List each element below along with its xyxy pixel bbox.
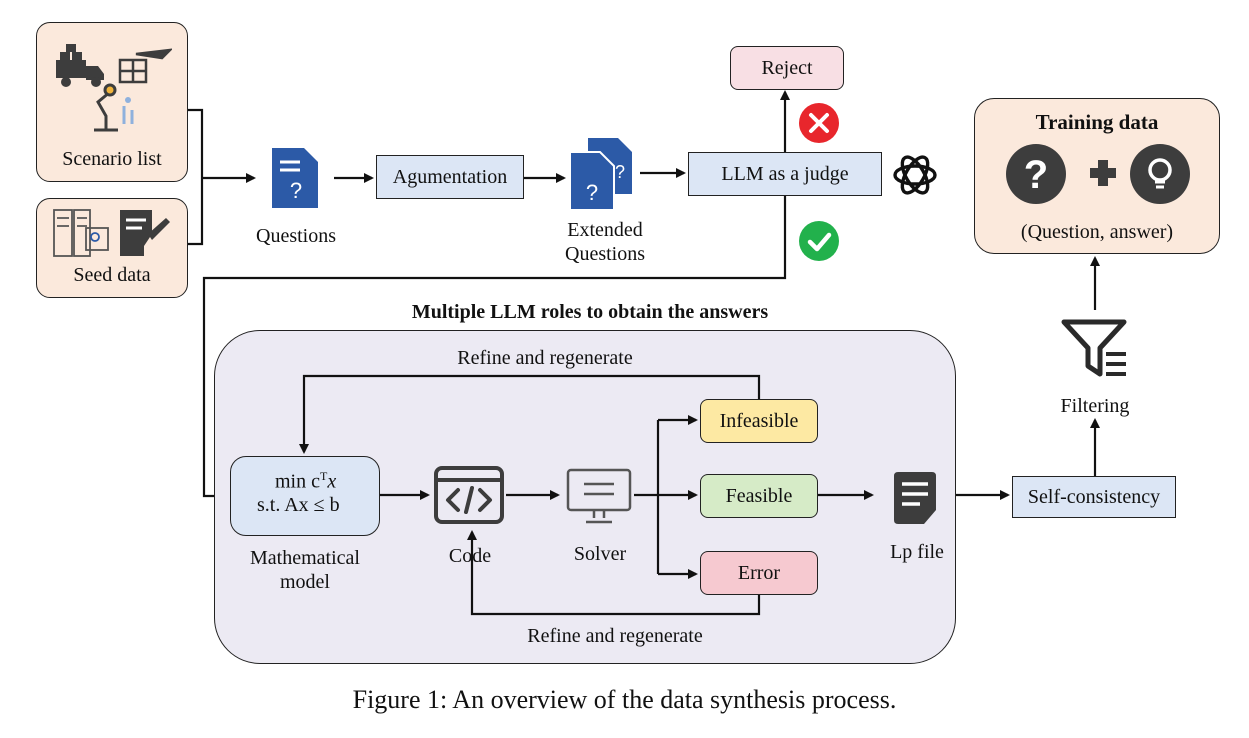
svg-text:?: ? — [1024, 153, 1048, 197]
seed-data-icons — [53, 209, 170, 257]
extended-questions-label: Extended Questions — [565, 219, 645, 265]
robot-arm-icon — [94, 83, 134, 132]
refine-bottom-label: Refine and regenerate — [527, 625, 703, 647]
plus-icon — [1090, 160, 1116, 186]
training-data-title: Training data — [1035, 110, 1159, 134]
self-consistency-box: Self-consistency — [1012, 476, 1176, 518]
extended-questions-icon: ? ? — [570, 138, 632, 210]
accept-check-icon — [799, 221, 839, 261]
refine-top-label: Refine and regenerate — [457, 347, 633, 369]
svg-text:?: ? — [586, 180, 598, 205]
seed-data-label: Seed data — [73, 264, 151, 286]
reject-x-icon — [799, 103, 839, 143]
model-constraint: s.t. Ax ≤ b — [257, 493, 340, 516]
solver-label: Solver — [573, 543, 627, 565]
error-box: Error — [700, 551, 818, 595]
infeasible-box: Infeasible — [700, 399, 818, 443]
model-objective: min c — [275, 470, 320, 493]
math-model-box: min cTx s.t. Ax ≤ b — [230, 456, 380, 536]
truck-icon — [56, 44, 104, 87]
feasible-label: Feasible — [725, 484, 793, 507]
llm-judge-label: LLM as a judge — [721, 162, 849, 185]
augmentation-box: Agumentation — [376, 155, 524, 199]
self-consistency-label: Self-consistency — [1027, 485, 1161, 508]
error-label: Error — [737, 561, 781, 584]
figure-caption: Figure 1: An overview of the data synthe… — [352, 685, 897, 714]
question-circle-icon: ? — [1006, 144, 1066, 204]
solver-monitor-icon — [566, 468, 632, 524]
svg-text:?: ? — [290, 178, 302, 203]
svg-text:?: ? — [615, 162, 625, 182]
llm-judge-box: LLM as a judge — [688, 152, 882, 196]
code-label: Code — [448, 545, 492, 567]
server-chart-icon — [53, 209, 109, 257]
reject-label: Reject — [761, 56, 813, 79]
scenario-list-box: Scenario list — [36, 22, 188, 182]
lightbulb-icon — [1130, 144, 1190, 204]
airplane-box-icon — [118, 48, 172, 84]
scenario-list-label: Scenario list — [62, 148, 162, 170]
question-plus-bulb-icons: ? — [1006, 144, 1190, 204]
questions-label: Questions — [256, 225, 336, 247]
logistics-icons — [56, 44, 172, 132]
filter-icon — [1061, 319, 1127, 377]
roles-title: Multiple LLM roles to obtain the answers — [411, 301, 769, 323]
model-transpose: T — [320, 469, 328, 483]
lp-file-icon — [894, 472, 936, 524]
code-icon — [434, 466, 504, 524]
math-model-label: Mathematical model — [250, 547, 360, 593]
lp-file-label: Lp file — [890, 541, 944, 563]
question-document-icon: ? — [272, 148, 318, 208]
reject-box: Reject — [730, 46, 844, 90]
model-objective-var: x — [327, 470, 337, 493]
training-data-subtitle: (Question, answer) — [1020, 221, 1174, 243]
feasible-box: Feasible — [700, 474, 818, 518]
filtering-label: Filtering — [1060, 395, 1130, 417]
seed-data-box: Seed data — [36, 198, 188, 298]
infeasible-label: Infeasible — [719, 409, 799, 432]
openai-logo-icon — [893, 155, 937, 195]
augmentation-label: Agumentation — [392, 165, 508, 188]
edit-document-icon — [120, 210, 170, 256]
